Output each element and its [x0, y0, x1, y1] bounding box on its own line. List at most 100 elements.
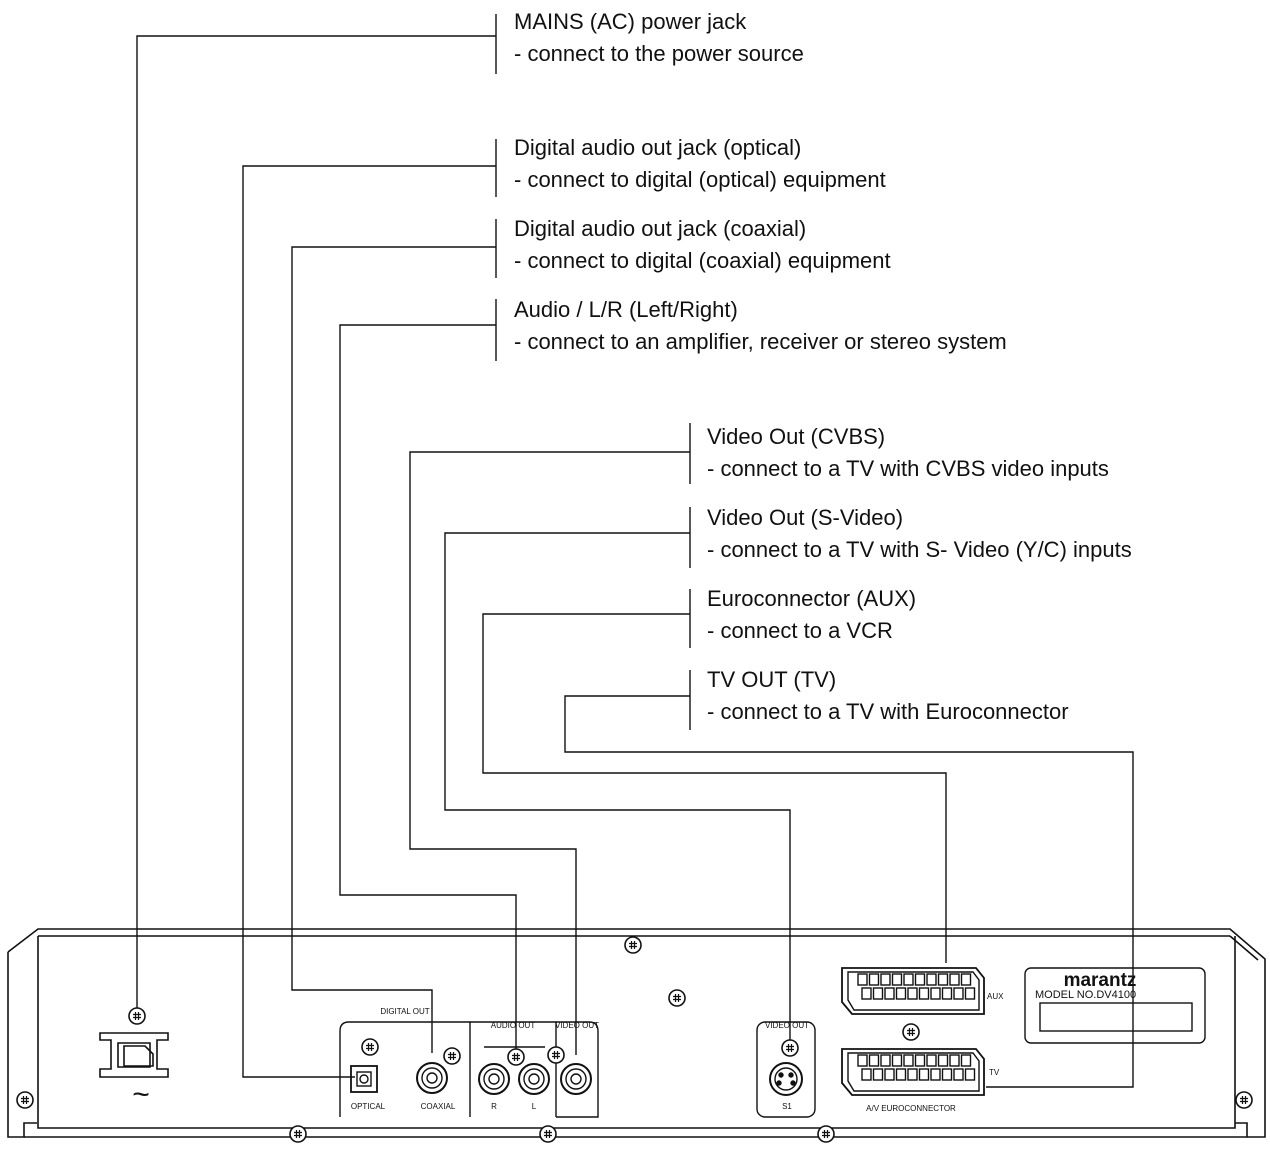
audio-r-label: R — [491, 1102, 497, 1111]
scart-pin — [861, 1068, 872, 1081]
scart-pin — [926, 973, 937, 986]
scart-pin — [953, 987, 964, 1000]
scart-pin — [937, 973, 949, 986]
leader-coaxial — [291, 246, 496, 1053]
callout-cvbs: Video Out (CVBS) - connect to a TV with … — [707, 421, 1109, 485]
scart-pin — [930, 1068, 941, 1081]
scart-pin — [941, 1068, 953, 1081]
leader-aux — [482, 613, 947, 963]
callout-optical: Digital audio out jack (optical) - conne… — [514, 132, 886, 196]
optical-label: OPTICAL — [351, 1102, 386, 1111]
aux-label: AUX — [987, 992, 1004, 1001]
optical-jack — [350, 1065, 378, 1093]
model-number: MODEL NO.DV4100 — [1035, 989, 1136, 1001]
video-out-section — [556, 1021, 599, 1118]
leader-cvbs — [409, 451, 690, 1055]
scart-pin — [949, 973, 960, 986]
s1-label: S1 — [782, 1102, 792, 1111]
tv-label: TV — [989, 1068, 1000, 1077]
scart-pin — [937, 1054, 949, 1067]
scart-pin — [895, 987, 907, 1000]
scart-pin — [914, 1054, 926, 1067]
callout-tv: TV OUT (TV) - connect to a TV with Euroc… — [707, 664, 1069, 728]
callout-title: Euroconnector (AUX) — [707, 586, 917, 611]
scart-pin — [868, 973, 880, 986]
callout-desc: - connect to digital (coaxial) equipment — [514, 248, 891, 273]
scart-pin — [872, 987, 884, 1000]
callout-svideo: Video Out (S-Video) - connect to a TV wi… — [707, 502, 1132, 566]
leader-lines — [136, 35, 1134, 1088]
svideo-out-label: VIDEO OUT — [765, 1021, 809, 1030]
leader-tv — [564, 695, 1134, 1088]
leader-mains — [136, 35, 496, 1008]
callout-desc: - connect to a TV with S- Video (Y/C) in… — [707, 537, 1132, 562]
ac-symbol: ~ — [132, 1078, 150, 1111]
av-euroconnector-label: A/V EUROCONNECTOR — [866, 1104, 956, 1113]
scart-pin — [884, 987, 895, 1000]
callout-title: Digital audio out jack (optical) — [514, 135, 802, 160]
callout-coaxial: Digital audio out jack (coaxial) - conne… — [514, 213, 891, 277]
digital-out-section — [339, 1021, 470, 1117]
tv-scart — [841, 1048, 985, 1096]
scart-pin — [953, 1068, 964, 1081]
scart-pin — [907, 1068, 918, 1081]
scart-pin — [872, 1068, 884, 1081]
scart-pin — [918, 1068, 930, 1081]
callout-desc: - connect to a VCR — [707, 618, 893, 643]
svideo-section — [756, 1021, 816, 1118]
callout-aux: Euroconnector (AUX) - connect to a VCR — [707, 583, 916, 647]
callout-title: Digital audio out jack (coaxial) — [514, 216, 807, 241]
audio-out-section — [469, 1021, 565, 1117]
leader-audio — [339, 324, 517, 1055]
coaxial-label: COAXIAL — [421, 1102, 456, 1111]
scart-pin — [880, 1054, 891, 1067]
callout-title: Video Out (S-Video) — [707, 505, 904, 530]
callout-desc: - connect to a TV with Euroconnector — [707, 699, 1069, 724]
scart-pin — [914, 973, 926, 986]
callout-desc: - connect to the power source — [514, 41, 804, 66]
leader-optical — [242, 165, 496, 1078]
audio-l-label: L — [532, 1102, 537, 1111]
digital-out-label: DIGITAL OUT — [380, 1007, 429, 1016]
scart-pin — [903, 1054, 914, 1067]
scart-pin — [960, 973, 972, 986]
callout-desc: - connect to a TV with CVBS video inputs — [707, 456, 1109, 481]
brand-logo: marantz — [1064, 970, 1137, 991]
audio-jack-l — [518, 1063, 550, 1095]
scart-pin — [891, 1054, 903, 1067]
scart-pin — [930, 987, 941, 1000]
scart-pin — [964, 987, 976, 1000]
scart-pin — [941, 987, 953, 1000]
scart-pin — [868, 1054, 880, 1067]
mains-inlet — [99, 1007, 169, 1078]
audio-jack-r — [478, 1063, 510, 1095]
callout-title: TV OUT (TV) — [707, 667, 837, 692]
scart-pin — [926, 1054, 937, 1067]
callout-audio: Audio / L/R (Left/Right) - connect to an… — [514, 294, 1007, 358]
callout-title: Video Out (CVBS) — [707, 424, 886, 449]
callout-desc: - connect to an amplifier, receiver or s… — [514, 329, 1007, 354]
callout-title: MAINS (AC) power jack — [514, 9, 747, 34]
video-out-label: VIDEO OUT — [555, 1021, 599, 1030]
callout-title: Audio / L/R (Left/Right) — [514, 297, 738, 322]
scart-pin — [895, 1068, 907, 1081]
aux-scart — [841, 967, 985, 1015]
svideo-jack — [769, 1062, 803, 1096]
scart-pin — [903, 973, 914, 986]
cvbs-jack — [560, 1063, 592, 1095]
callout-ticks — [495, 14, 691, 730]
euroconnectors — [841, 967, 985, 1096]
scart-pin — [964, 1068, 976, 1081]
scart-pin — [884, 1068, 895, 1081]
scart-pin — [949, 1054, 960, 1067]
rear-panel — [7, 928, 1266, 1138]
scart-pin — [857, 973, 868, 986]
leader-svideo — [444, 532, 791, 1050]
coaxial-jack — [416, 1062, 448, 1094]
scart-pin — [861, 987, 872, 1000]
scart-pin — [857, 1054, 868, 1067]
callout-mains: MAINS (AC) power jack - connect to the p… — [514, 6, 804, 70]
scart-pin — [880, 973, 891, 986]
scart-pin — [960, 1054, 972, 1067]
